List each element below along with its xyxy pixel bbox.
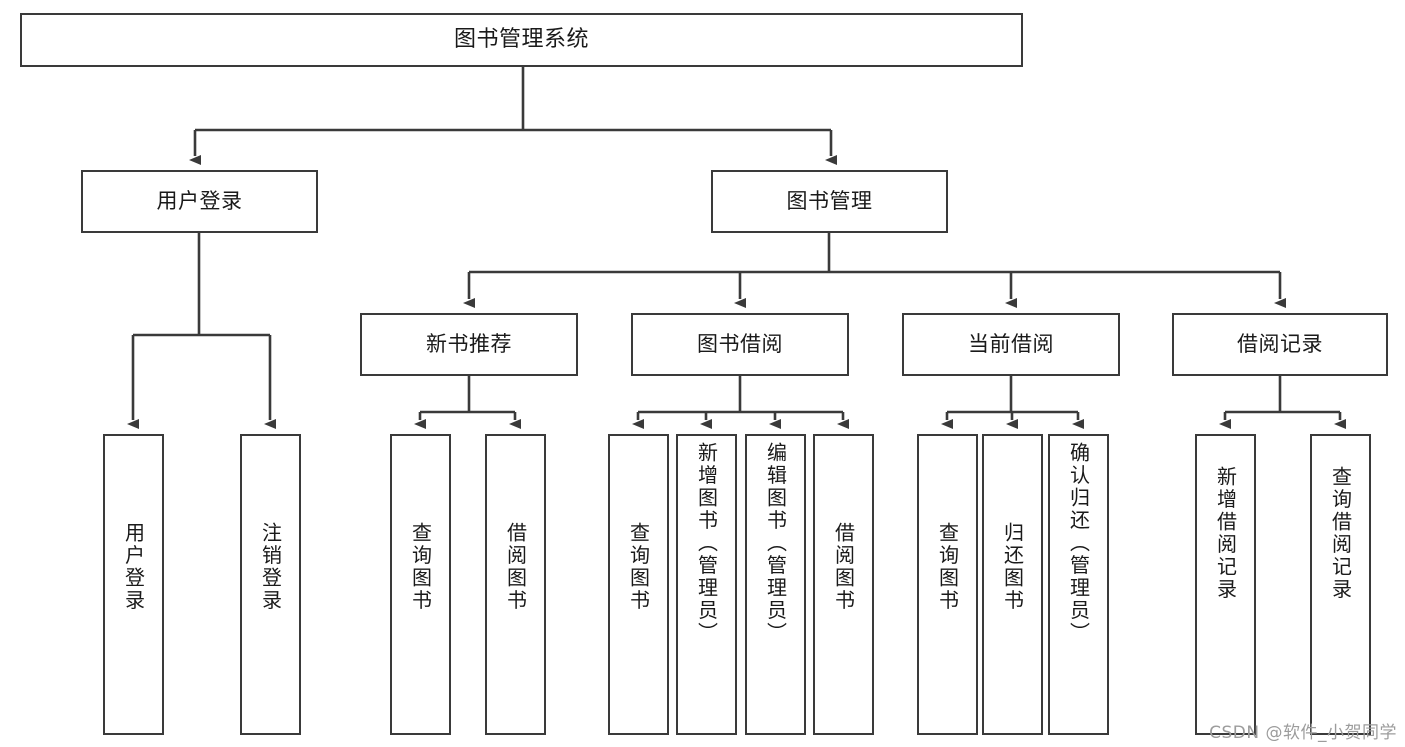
node-leaf-cb-confirm[interactable]: 确认归还（管理员）: [1048, 434, 1109, 735]
node-book-manage[interactable]: 图书管理: [711, 170, 948, 233]
node-leaf-bb-add[interactable]: 新增图书（管理员）: [676, 434, 737, 735]
node-leaf-cb-confirm-label: 确认归还（管理员）: [1066, 442, 1091, 645]
node-leaf-cb-return[interactable]: 归还图书: [982, 434, 1043, 735]
node-leaf-rec-borrow[interactable]: 借阅图书: [485, 434, 546, 735]
node-book-borrow[interactable]: 图书借阅: [631, 313, 849, 376]
node-leaf-user-login-label: 用户登录: [121, 522, 146, 612]
node-leaf-br-query[interactable]: 查询借阅记录: [1310, 434, 1371, 735]
node-leaf-br-add[interactable]: 新增借阅记录: [1195, 434, 1256, 735]
node-leaf-br-query-label: 查询借阅记录: [1328, 466, 1353, 601]
node-leaf-rec-borrow-label: 借阅图书: [503, 522, 528, 612]
node-book-borrow-label: 图书借阅: [697, 332, 783, 357]
node-leaf-cb-query-label: 查询图书: [935, 522, 960, 612]
node-borrow-record-label: 借阅记录: [1237, 332, 1323, 357]
node-leaf-bb-query-label: 查询图书: [626, 522, 651, 612]
node-root-system-label: 图书管理系统: [453, 27, 589, 53]
node-leaf-bb-query[interactable]: 查询图书: [608, 434, 669, 735]
node-leaf-br-add-label: 新增借阅记录: [1213, 466, 1238, 601]
node-user-login-label: 用户登录: [156, 189, 243, 214]
node-current-borrow-label: 当前借阅: [968, 332, 1054, 357]
node-borrow-record[interactable]: 借阅记录: [1172, 313, 1388, 376]
csdn-watermark: CSDN @软件_小贺同学: [1209, 723, 1397, 743]
node-leaf-bb-edit-label: 编辑图书（管理员）: [763, 442, 788, 645]
node-leaf-bb-edit[interactable]: 编辑图书（管理员）: [745, 434, 806, 735]
node-leaf-cb-query[interactable]: 查询图书: [917, 434, 978, 735]
node-leaf-bb-borrow-label: 借阅图书: [831, 522, 856, 612]
node-leaf-bb-borrow[interactable]: 借阅图书: [813, 434, 874, 735]
node-new-book-rec[interactable]: 新书推荐: [360, 313, 578, 376]
node-leaf-user-login[interactable]: 用户登录: [103, 434, 164, 735]
node-root-system[interactable]: 图书管理系统: [20, 13, 1023, 67]
node-leaf-cb-return-label: 归还图书: [1000, 522, 1025, 612]
node-leaf-user-logout[interactable]: 注销登录: [240, 434, 301, 735]
node-leaf-bb-add-label: 新增图书（管理员）: [694, 442, 719, 645]
node-new-book-rec-label: 新书推荐: [426, 332, 512, 357]
node-leaf-user-logout-label: 注销登录: [258, 522, 283, 612]
node-book-manage-label: 图书管理: [786, 189, 873, 214]
node-leaf-rec-query-label: 查询图书: [408, 522, 433, 612]
node-user-login[interactable]: 用户登录: [81, 170, 318, 233]
node-current-borrow[interactable]: 当前借阅: [902, 313, 1120, 376]
node-leaf-rec-query[interactable]: 查询图书: [390, 434, 451, 735]
